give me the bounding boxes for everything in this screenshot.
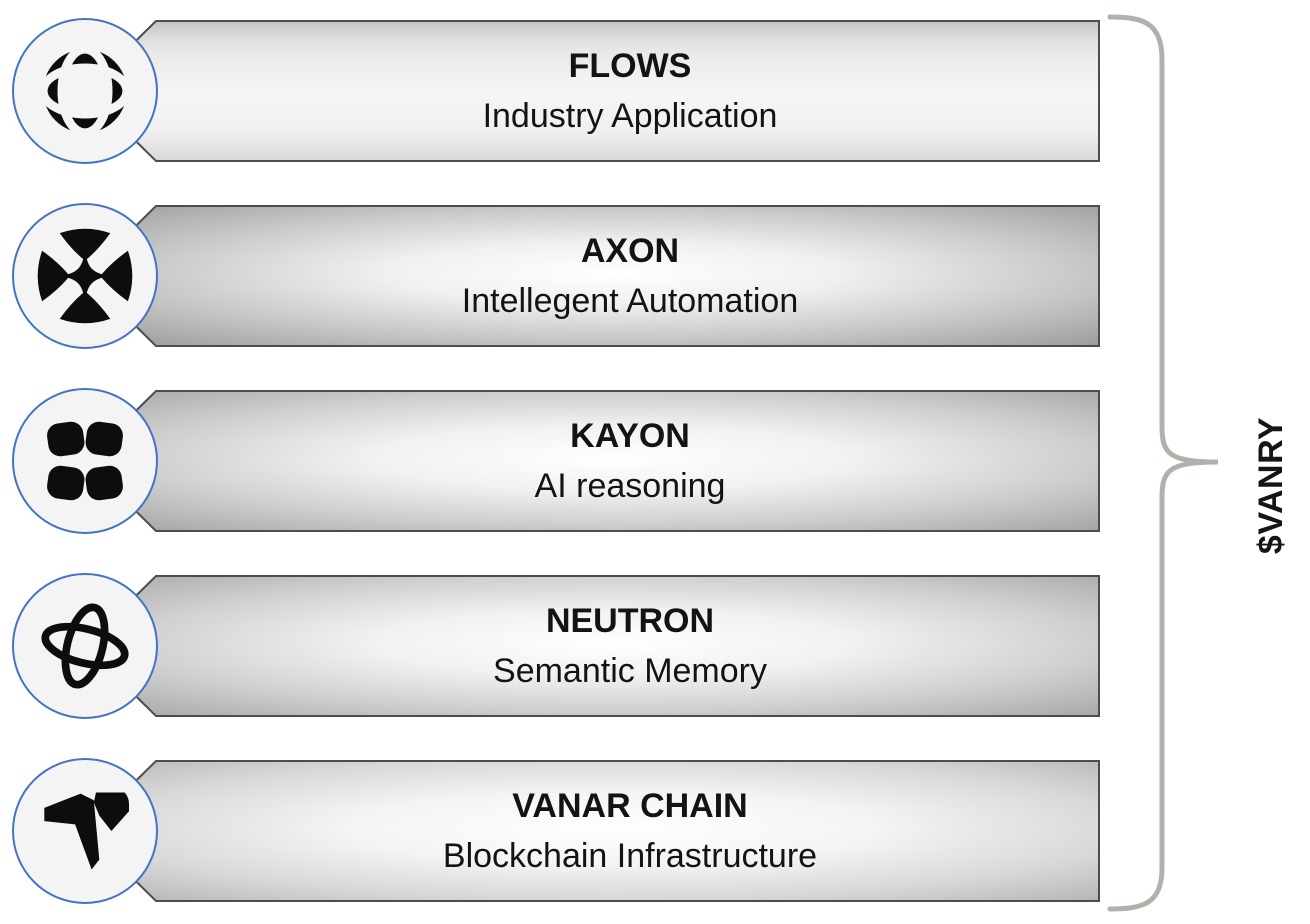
banner-shape-kayon bbox=[83, 390, 1100, 532]
banner-shape-axon bbox=[83, 205, 1100, 347]
token-label: $VANRY bbox=[1236, 385, 1308, 585]
banner-shape-neutron bbox=[83, 575, 1100, 717]
compress-arrows-icon bbox=[37, 228, 133, 324]
orbit-rings-icon bbox=[41, 603, 129, 689]
icon-badge-neutron bbox=[12, 573, 158, 719]
icon-badge-axon bbox=[12, 203, 158, 349]
banner-shape-vanar-chain bbox=[83, 760, 1100, 902]
icon-badge-kayon bbox=[12, 388, 158, 534]
clover-blades-icon bbox=[47, 421, 123, 501]
vanar-v-icon bbox=[44, 792, 129, 870]
icon-badge-vanar-chain bbox=[12, 758, 158, 904]
curly-brace bbox=[1107, 14, 1219, 912]
icon-badge-flows bbox=[12, 18, 158, 164]
globe-icon bbox=[38, 44, 132, 138]
banner-shape-flows bbox=[83, 20, 1100, 162]
token-label-text: $VANRY bbox=[1252, 416, 1291, 554]
